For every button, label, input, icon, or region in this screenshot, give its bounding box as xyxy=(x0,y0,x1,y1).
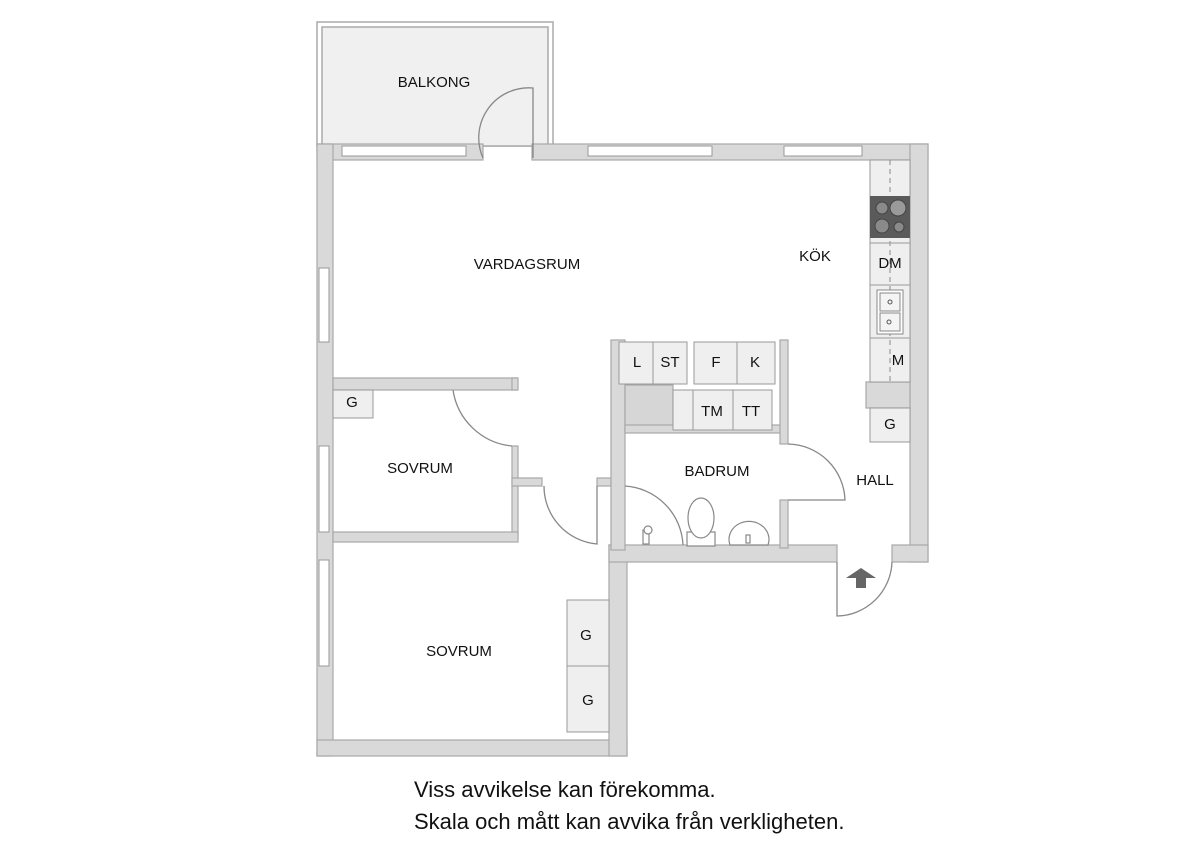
bathroom-fixtures xyxy=(642,497,770,547)
fixture-label-dishwasher: DM xyxy=(878,255,901,272)
room-label-badrum: BADRUM xyxy=(684,463,749,480)
room-label-sovrum-2: SOVRUM xyxy=(426,643,492,660)
fixture-label-sovrum2-wardrobe-2: G xyxy=(582,692,594,709)
room-label-balkong: BALKONG xyxy=(398,74,471,91)
fixture-label-tt: TT xyxy=(742,403,760,420)
fixture-label-f: F xyxy=(711,354,720,371)
interior-walls xyxy=(332,339,911,551)
room-label-hall: HALL xyxy=(856,472,894,489)
fixture-label-sovrum2-wardrobe-1: G xyxy=(580,627,592,644)
fixture-label-tm: TM xyxy=(701,403,723,420)
fixture-label-hall-wardrobe: G xyxy=(884,416,896,433)
disclaimer-line-2: Skala och mått kan avvika från verklighe… xyxy=(414,809,845,834)
balcony xyxy=(316,21,554,147)
fixture-label-st: ST xyxy=(660,354,679,371)
room-label-vardagsrum: VARDAGSRUM xyxy=(474,256,580,273)
washbasin-icon xyxy=(728,520,770,546)
room-label-kok: KÖK xyxy=(799,247,831,265)
windows xyxy=(318,145,863,667)
shower-icon xyxy=(642,525,653,545)
fixture-label-k: K xyxy=(750,354,760,371)
entrance-arrow-icon xyxy=(846,568,876,588)
stove-icon xyxy=(870,196,910,238)
fixture-label-microwave: M xyxy=(892,352,905,369)
fixture-label-l: L xyxy=(633,354,641,371)
disclaimer-line-1: Viss avvikelse kan förekomma. xyxy=(414,777,716,802)
wardrobes xyxy=(332,389,911,733)
laundry-fixtures xyxy=(618,341,776,431)
toilet-icon xyxy=(686,497,716,547)
room-label-sovrum-1: SOVRUM xyxy=(387,460,453,477)
doors xyxy=(452,87,893,617)
fixture-label-sovrum1-wardrobe: G xyxy=(346,394,358,411)
kitchen-counter xyxy=(869,159,911,383)
sink-icon xyxy=(876,289,904,335)
